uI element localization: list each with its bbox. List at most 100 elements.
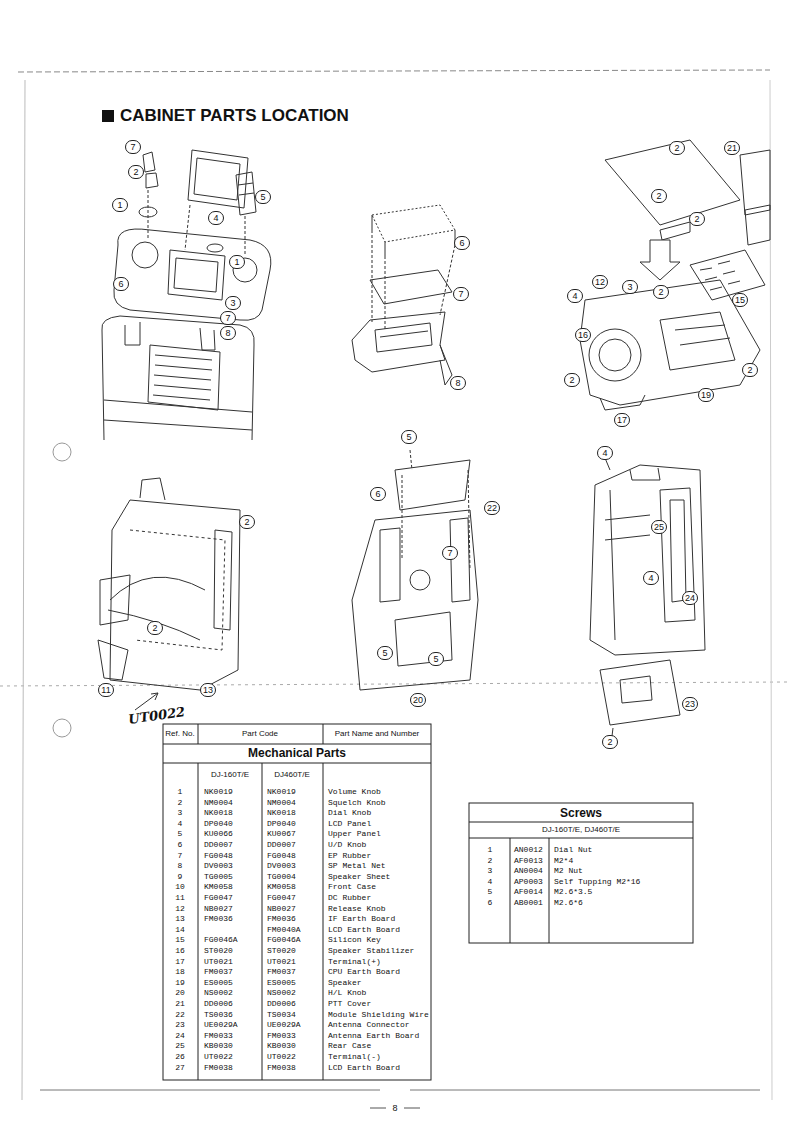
table-cell: 5 bbox=[488, 887, 493, 897]
table-cell: KM0058 bbox=[267, 882, 296, 892]
callout-number: 2 bbox=[653, 285, 669, 299]
callout-number: 12 bbox=[592, 275, 608, 289]
table-cell: NK0019 bbox=[267, 787, 296, 797]
table-cell: Antenna Earth Board bbox=[328, 1031, 419, 1041]
table-header: DJ-160T/E bbox=[211, 770, 249, 780]
table-cell: PTT Cover bbox=[328, 999, 371, 1009]
table-cell: 20 bbox=[175, 988, 185, 998]
table-cell: Dial Knob bbox=[328, 808, 371, 818]
table-cell: KB0030 bbox=[267, 1041, 296, 1051]
table-cell: Speaker Stabilizer bbox=[328, 946, 414, 956]
callout-number: 3 bbox=[225, 296, 241, 310]
table-cell: Volume Knob bbox=[328, 787, 381, 797]
table-header: Ref. No. bbox=[165, 729, 194, 739]
table-cell: Squelch Knob bbox=[328, 798, 386, 808]
table-cell: Module Shielding Wire bbox=[328, 1010, 429, 1020]
table-cell: UE0029A bbox=[267, 1020, 301, 1030]
table-cell: FM0037 bbox=[204, 967, 233, 977]
callout-number: 8 bbox=[220, 326, 236, 340]
table-cell: FM0036 bbox=[204, 914, 233, 924]
table-cell: FG0048 bbox=[204, 851, 233, 861]
table-cell: FG0048 bbox=[267, 851, 296, 861]
callout-number: 2 bbox=[669, 141, 685, 155]
table-cell: TS0034 bbox=[267, 1010, 296, 1020]
callout-number: 2 bbox=[651, 189, 667, 203]
callout-number: 20 bbox=[410, 693, 426, 707]
table-cell: Speaker bbox=[328, 978, 362, 988]
table-cell: DD0007 bbox=[267, 840, 296, 850]
table-cell: NK0018 bbox=[267, 808, 296, 818]
table-cell: KB0030 bbox=[204, 1041, 233, 1051]
table-cell: Self Tupping M2*16 bbox=[554, 877, 640, 887]
callout-number: 6 bbox=[113, 277, 129, 291]
table-cell: 5 bbox=[178, 829, 183, 839]
front-case-figure bbox=[580, 140, 770, 410]
table-cell: NK0019 bbox=[204, 787, 233, 797]
table-cell: 13 bbox=[175, 914, 185, 924]
callout-number: 24 bbox=[682, 591, 698, 605]
table-cell: FM0038 bbox=[204, 1063, 233, 1073]
table-cell: 6 bbox=[178, 840, 183, 850]
table-cell: 17 bbox=[175, 957, 185, 967]
callout-number: 7 bbox=[442, 546, 458, 560]
callout-number: 4 bbox=[208, 211, 224, 225]
table-heading: Mechanical Parts bbox=[248, 746, 346, 760]
callout-number: 11 bbox=[98, 683, 114, 697]
side-frame-figure bbox=[352, 450, 478, 690]
table-header: DJ-160T/E, DJ460T/E bbox=[542, 825, 620, 835]
table-cell: DC Rubber bbox=[328, 893, 371, 903]
upper-panel-figure bbox=[102, 150, 271, 440]
table-cell: TG0004 bbox=[267, 872, 296, 882]
table-cell: TG0005 bbox=[204, 872, 233, 882]
table-cell: AF0014 bbox=[514, 887, 543, 897]
table-rules bbox=[163, 724, 693, 1080]
table-cell: IF Earth Board bbox=[328, 914, 395, 924]
table-cell: 3 bbox=[488, 866, 493, 876]
table-cell: NS0002 bbox=[204, 988, 233, 998]
callout-number: 5 bbox=[428, 652, 444, 666]
table-cell: LCD Earth Board bbox=[328, 925, 400, 935]
callout-number: 21 bbox=[724, 141, 740, 155]
table-cell: 10 bbox=[175, 882, 185, 892]
table-cell: UT0022 bbox=[204, 1052, 233, 1062]
table-cell: Front Case bbox=[328, 882, 376, 892]
table-cell: 24 bbox=[175, 1031, 185, 1041]
table-cell: Dial Nut bbox=[554, 845, 592, 855]
table-cell: ST0020 bbox=[204, 946, 233, 956]
table-cell: Terminal(+) bbox=[328, 957, 381, 967]
table-cell: 19 bbox=[175, 978, 185, 988]
table-cell: M2 Nut bbox=[554, 866, 583, 876]
callout-number: 5 bbox=[377, 646, 393, 660]
callout-number: 2 bbox=[742, 363, 758, 377]
table-cell: SP Metal Net bbox=[328, 861, 386, 871]
table-cell: AN0004 bbox=[514, 866, 543, 876]
table-cell: 1 bbox=[178, 787, 183, 797]
table-cell: FG0047 bbox=[267, 893, 296, 903]
table-cell: FM0036 bbox=[267, 914, 296, 924]
table-cell: AP0003 bbox=[514, 877, 543, 887]
table-cell: KM0058 bbox=[204, 882, 233, 892]
callout-number: 23 bbox=[682, 697, 698, 711]
callout-number: 2 bbox=[147, 621, 163, 635]
table-cell: 6 bbox=[488, 898, 493, 908]
table-cell: TS0036 bbox=[204, 1010, 233, 1020]
table-cell: AN0012 bbox=[514, 845, 543, 855]
table-cell: NB0027 bbox=[267, 904, 296, 914]
chassis-figure bbox=[98, 478, 240, 710]
callout-number: 4 bbox=[643, 571, 659, 585]
callout-number: 3 bbox=[622, 280, 638, 294]
page-number: 8 bbox=[392, 1103, 397, 1113]
rear-case-figure bbox=[590, 458, 705, 736]
table-cell: 1 bbox=[488, 845, 493, 855]
table-cell: DD0006 bbox=[204, 999, 233, 1009]
table-cell: NK0018 bbox=[204, 808, 233, 818]
table-cell: KU0067 bbox=[267, 829, 296, 839]
table-cell: AF0013 bbox=[514, 856, 543, 866]
table-cell: 16 bbox=[175, 946, 185, 956]
table-cell: FM0038 bbox=[267, 1063, 296, 1073]
callout-number: 4 bbox=[567, 289, 583, 303]
table-cell: Terminal(-) bbox=[328, 1052, 381, 1062]
table-cell: NM0004 bbox=[204, 798, 233, 808]
table-cell: UT0022 bbox=[267, 1052, 296, 1062]
